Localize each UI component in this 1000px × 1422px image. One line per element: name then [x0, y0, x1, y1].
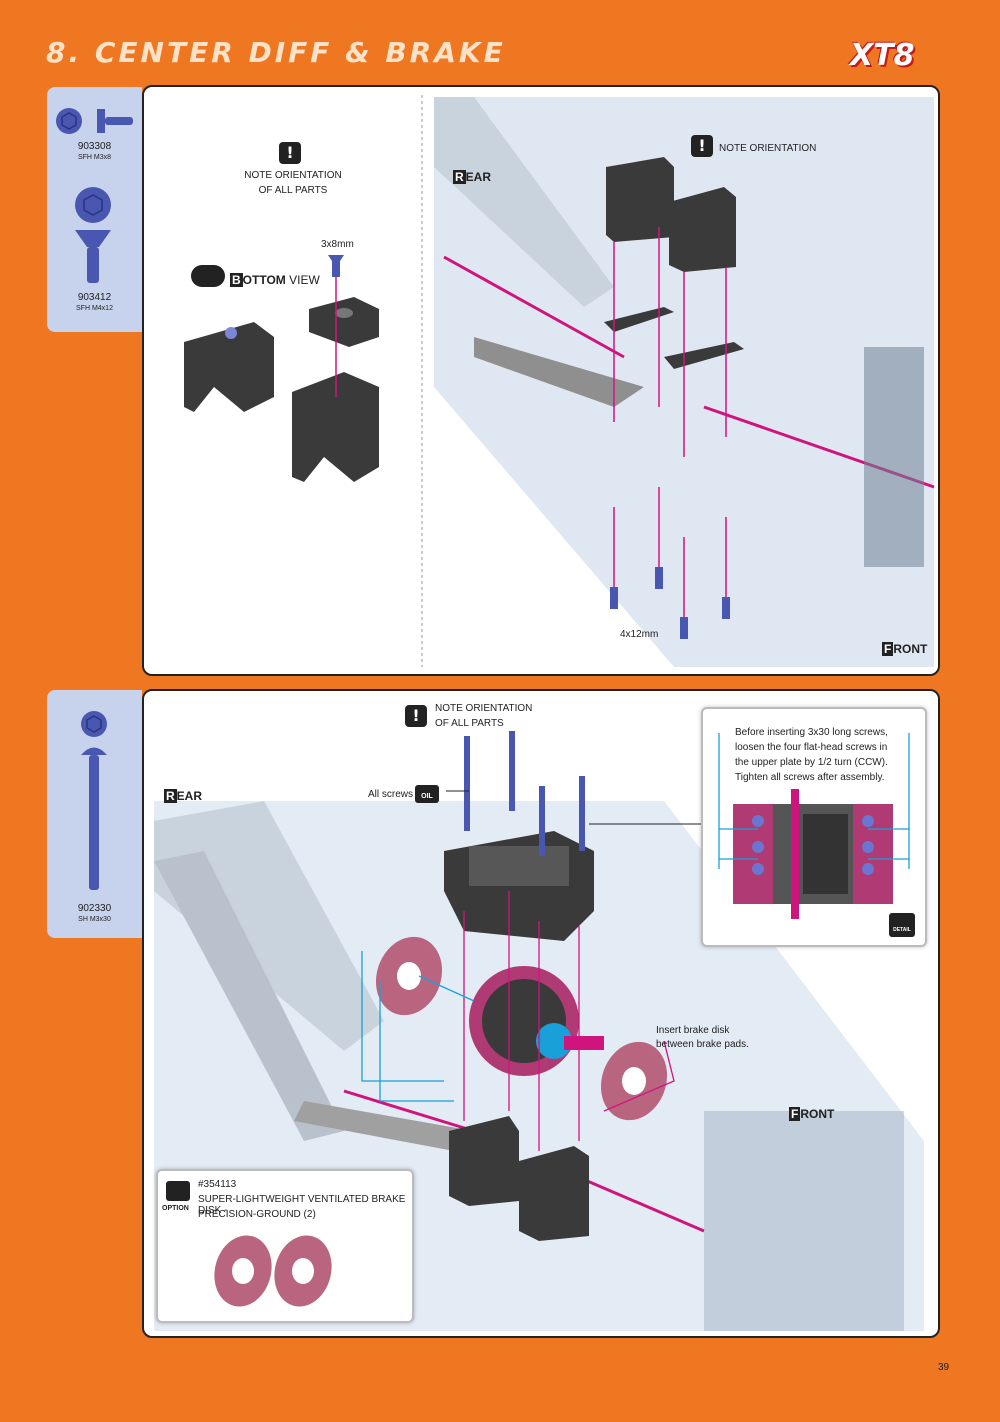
detail-line: Tighten all screws after assembly. — [735, 772, 885, 783]
screw-side-icon — [97, 109, 105, 133]
part-code: 902330 — [77, 903, 112, 914]
diff-mount-lower — [292, 372, 379, 482]
driveshaft — [343, 1089, 475, 1133]
diff-mount-upper-front — [669, 187, 736, 272]
screws-3x30 — [464, 731, 585, 856]
oil-icon: OIL — [415, 785, 439, 803]
warning-icon: ! — [279, 142, 301, 164]
diff-mount-lower-rear — [449, 1116, 519, 1206]
diff-mount-lower-front — [519, 1146, 589, 1241]
option-title-line: PRECISION-GROUND (2) — [198, 1209, 316, 1220]
part-code: 903412 — [77, 292, 112, 303]
note-line: NOTE ORIENTATION — [435, 703, 533, 714]
screw-head-icon — [56, 108, 82, 134]
detail-line: loosen the four flat-head screws in — [735, 742, 888, 753]
screw-label: 4x12mm — [620, 629, 659, 640]
detail-line: the upper plate by 1/2 turn (CCW). — [735, 757, 888, 768]
brake-note-line: Insert brake disk — [656, 1025, 730, 1036]
option-disks — [214, 1235, 332, 1307]
note-line: NOTE ORIENTATION — [244, 170, 342, 181]
step1-parts-panel: 903308 SFH M3x8 903412 SFH M4x12 — [47, 87, 142, 332]
option-badge: OPTION — [162, 1205, 189, 1212]
step2-parts-panel: 902330 SH M3x30 — [47, 690, 142, 938]
warning-icon: ! — [405, 705, 427, 727]
screw-icons — [56, 108, 133, 283]
mount-plate — [604, 307, 674, 332]
part-desc: SFH M4x12 — [76, 305, 113, 312]
all-screws-label: All screws — [368, 789, 414, 800]
diff-mount-bottom-view — [184, 322, 274, 412]
note-label: NOTE ORIENTATION — [719, 143, 817, 154]
screw-icons — [81, 711, 107, 890]
detail-icon: DETAIL — [889, 913, 915, 937]
brake-note-line: between brake pads. — [656, 1039, 749, 1050]
detail-line: Before inserting 3x30 long screws, — [735, 727, 888, 738]
gear-view-icon — [191, 265, 225, 287]
warning-icon: ! — [691, 135, 713, 157]
diff-mount-upper-rear — [606, 157, 674, 242]
page-title: 8. CENTER DIFF & BRAKE — [46, 36, 506, 69]
xt8-logo: XT8 — [850, 38, 915, 73]
detail-illustration — [718, 733, 910, 919]
screws-4x12 — [610, 567, 730, 639]
screw-label: 3x8mm — [321, 239, 354, 250]
step1-illustration — [184, 95, 935, 667]
screw-side-icon-large — [75, 230, 111, 247]
screw-head-icon-large — [75, 187, 111, 223]
thumbs-up-icon — [166, 1181, 190, 1201]
detail-callout: Before inserting 3x30 long screws, loose… — [701, 707, 927, 947]
screw-3x8 — [332, 259, 340, 277]
part-desc: SH M3x30 — [78, 916, 111, 923]
screw-head-icon — [81, 711, 107, 737]
note-line: OF ALL PARTS — [258, 185, 328, 196]
part-code: 903308 — [77, 141, 112, 152]
page-number: 39 — [938, 1362, 950, 1373]
option-title-line: SUPER-LIGHTWEIGHT VENTILATED BRAKE DISK … — [198, 1194, 406, 1216]
diff-mount-cap — [309, 297, 379, 347]
front-suspension — [704, 1111, 904, 1331]
option-code: #354113 — [198, 1179, 237, 1190]
option-callout: OPTION #354113 SUPER-LIGHTWEIGHT VENTILA… — [156, 1169, 414, 1323]
part-desc: SFH M3x8 — [77, 154, 112, 161]
screw-side-icon — [81, 747, 107, 755]
driveshaft — [443, 255, 625, 359]
front-bulkhead — [864, 347, 924, 567]
note-line: OF ALL PARTS — [435, 718, 504, 729]
